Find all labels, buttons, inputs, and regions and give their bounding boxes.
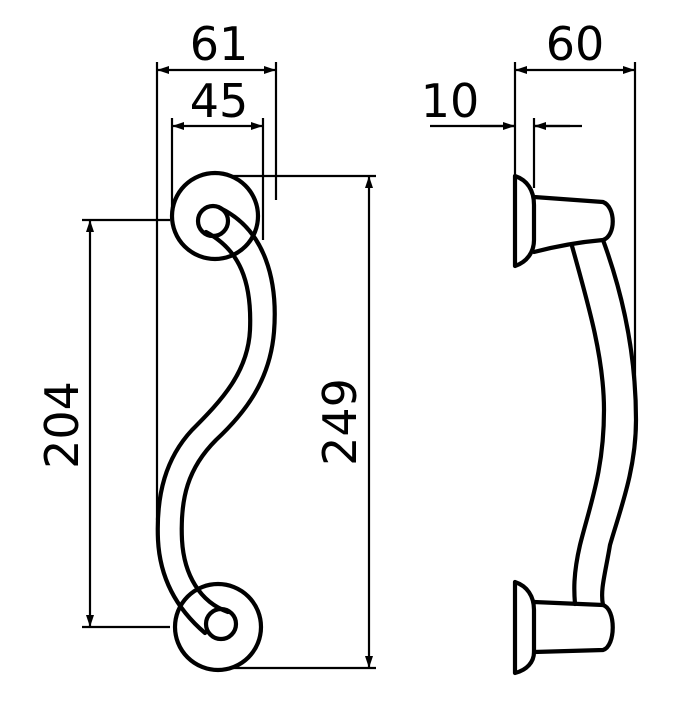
dim-text-10: 10 [421, 74, 480, 128]
side-grip-outer [600, 237, 639, 608]
s-grip-right-edge [179, 205, 277, 615]
front-extension-lines [82, 62, 376, 670]
front-handle [155, 170, 277, 673]
bottom-rosette-outer [172, 581, 264, 673]
side-bottom-base [512, 579, 537, 676]
front-view: 61 45 204 249 [35, 17, 376, 673]
s-grip-left-edge [155, 229, 253, 636]
side-view: 60 10 [421, 17, 639, 676]
dim-text-204: 204 [35, 381, 89, 469]
bottom-rosette-inner [203, 606, 239, 642]
top-rosette-outer [169, 170, 261, 262]
dim-text-249: 249 [313, 378, 367, 466]
dim-text-61: 61 [190, 17, 249, 71]
side-grip-inner [569, 243, 607, 607]
side-bottom-post [531, 599, 615, 655]
side-top-post [531, 194, 615, 255]
dim-text-45: 45 [190, 74, 249, 128]
dim-text-60: 60 [546, 17, 605, 71]
side-handle [512, 173, 639, 676]
side-top-base [512, 173, 537, 269]
